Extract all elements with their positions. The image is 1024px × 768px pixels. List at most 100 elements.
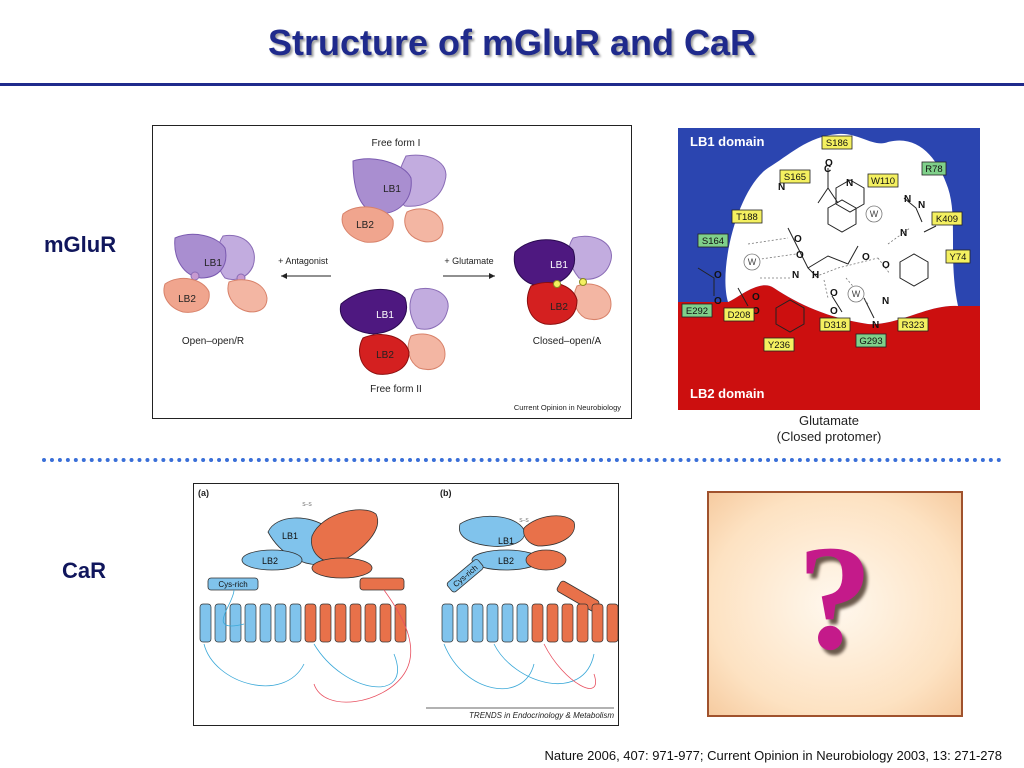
svg-text:N: N [778,182,785,193]
water-3-label: W [852,289,861,299]
transmembrane-helix [274,603,287,643]
transmembrane-helix [561,603,574,643]
residue-box-s164 [697,233,729,248]
svg-text:O: O [794,234,802,245]
transmembrane-helix [394,603,407,643]
water-1-label: W [870,209,879,219]
closed-open-dimer [513,235,612,325]
row-label-car: CaR [62,558,107,583]
transmembrane-helix [349,603,362,643]
lb1-domain-label: LB1 domain [690,134,764,149]
b-lb2-label: LB2 [498,556,514,566]
a-lb1-label: LB1 [282,531,298,541]
ff1-lb1-label: LB1 [383,184,401,195]
svg-text:N: N [872,320,879,331]
b-lb1-label: LB1 [498,536,514,546]
transmembrane-helix [456,603,469,643]
transmembrane-helix [546,603,559,643]
transmembrane-helix [259,603,272,643]
co-lb1-label: LB1 [550,260,568,271]
transmembrane-helix [591,603,604,643]
caption-closed-protomer: (Closed protomer) [776,429,882,444]
svg-text:H: H [812,270,819,281]
oo-lb2-label: LB2 [178,294,196,305]
a-cys-rich-label: Cys-rich [218,580,247,589]
residue-label-s165: S165 [784,172,806,183]
transmembrane-helix [379,603,392,643]
svg-text:O: O [752,306,760,317]
slide-title: Structure of mGluR and CaR [267,22,757,63]
residue-label-w110: W110 [871,176,895,187]
open-open-label: Open–open/R [182,336,244,347]
atom-labels: CO NN NNN NOO NH OO OO OO OO NN [714,158,925,331]
a-ss-label: S–S [302,502,312,508]
residue-box-d318 [819,317,851,332]
citation: Nature 2006, 407: 971-977; Current Opini… [544,748,1002,763]
svg-text:N: N [918,200,925,211]
mglur-states-figure: Free form I LB1 LB2 LB1 LB2 Open–open/R … [152,125,632,419]
svg-text:C: C [824,164,831,175]
transmembrane-helix [441,603,454,643]
residue-box-k409 [931,211,963,226]
residue-label-d318: D318 [824,320,847,331]
fig1-source: Current Opinion in Neurobiology [514,403,621,412]
transmembrane-helix [486,603,499,643]
residue-box-y74 [945,249,971,264]
residue-box-g293 [855,333,887,348]
co-lb2-label: LB2 [550,302,568,313]
residue-label-k409: K409 [936,214,958,225]
glutamate-binding-site-figure: LB1 domain LB2 domain CO NN NNN NOO NH O… [678,128,980,410]
transmembrane-helix [289,603,302,643]
residue-box-s165 [779,169,811,184]
residue-label-y236: Y236 [768,340,790,351]
transmembrane-helix [334,603,347,643]
free-form-2-label: Free form II [370,384,422,395]
ff2-lb1-label: LB1 [376,310,394,321]
water-molecules [743,205,883,303]
residue-box-s186 [821,135,853,150]
antagonist-label: + Antagonist [278,256,328,266]
section-divider [42,458,1002,462]
svg-text:N: N [792,270,799,281]
caption-glutamate: Glutamate [799,413,859,428]
residue-label-t188: T188 [736,212,758,223]
free-form-1-label: Free form I [372,138,421,149]
svg-text:O: O [825,158,833,169]
residue-label-s164: S164 [702,236,724,247]
svg-text:N: N [900,228,907,239]
unknown-car-structure-box: ? [707,491,963,717]
free-form-2-dimer [339,288,449,375]
residue-box-e292 [681,303,713,318]
residue-label-d208: D208 [728,310,751,321]
svg-text:O: O [752,292,760,303]
glutamate-label: + Glutamate [444,256,493,266]
residue-box-t188 [731,209,763,224]
svg-text:O: O [882,260,890,271]
transmembrane-helix [319,603,332,643]
water-2-label: W [748,257,757,267]
panel-a-diagram: LB1 LB2 S–S Cys-rich [199,502,412,703]
a-lb2-label: LB2 [262,556,278,566]
chemical-structure [697,168,937,333]
closed-open-label: Closed–open/A [533,336,602,347]
svg-text:N: N [846,178,853,189]
lb2-domain-label: LB2 domain [690,386,764,401]
question-mark: ? [797,515,873,681]
residue-box-y236 [763,337,795,352]
svg-text:O: O [830,288,838,299]
svg-text:O: O [714,270,722,281]
car-structure-figure: (a) (b) LB1 LB2 S–S Cys-rich LB1 LB2 [193,483,619,726]
svg-text:N: N [882,296,889,307]
residue-box-w110 [867,173,899,188]
binding-site-caption: Glutamate (Closed protomer) [678,413,980,445]
free-form-1-dimer [341,154,447,243]
residue-box-r78 [921,161,947,176]
b-ss-label: S–S [519,518,529,524]
panel-a-label: (a) [198,488,209,498]
residue-label-r78: R78 [925,164,942,175]
transmembrane-helix [229,603,242,643]
ff2-lb2-label: LB2 [376,350,394,361]
svg-text:O: O [830,306,838,317]
ff1-lb2-label: LB2 [356,220,374,231]
svg-text:O: O [862,252,870,263]
